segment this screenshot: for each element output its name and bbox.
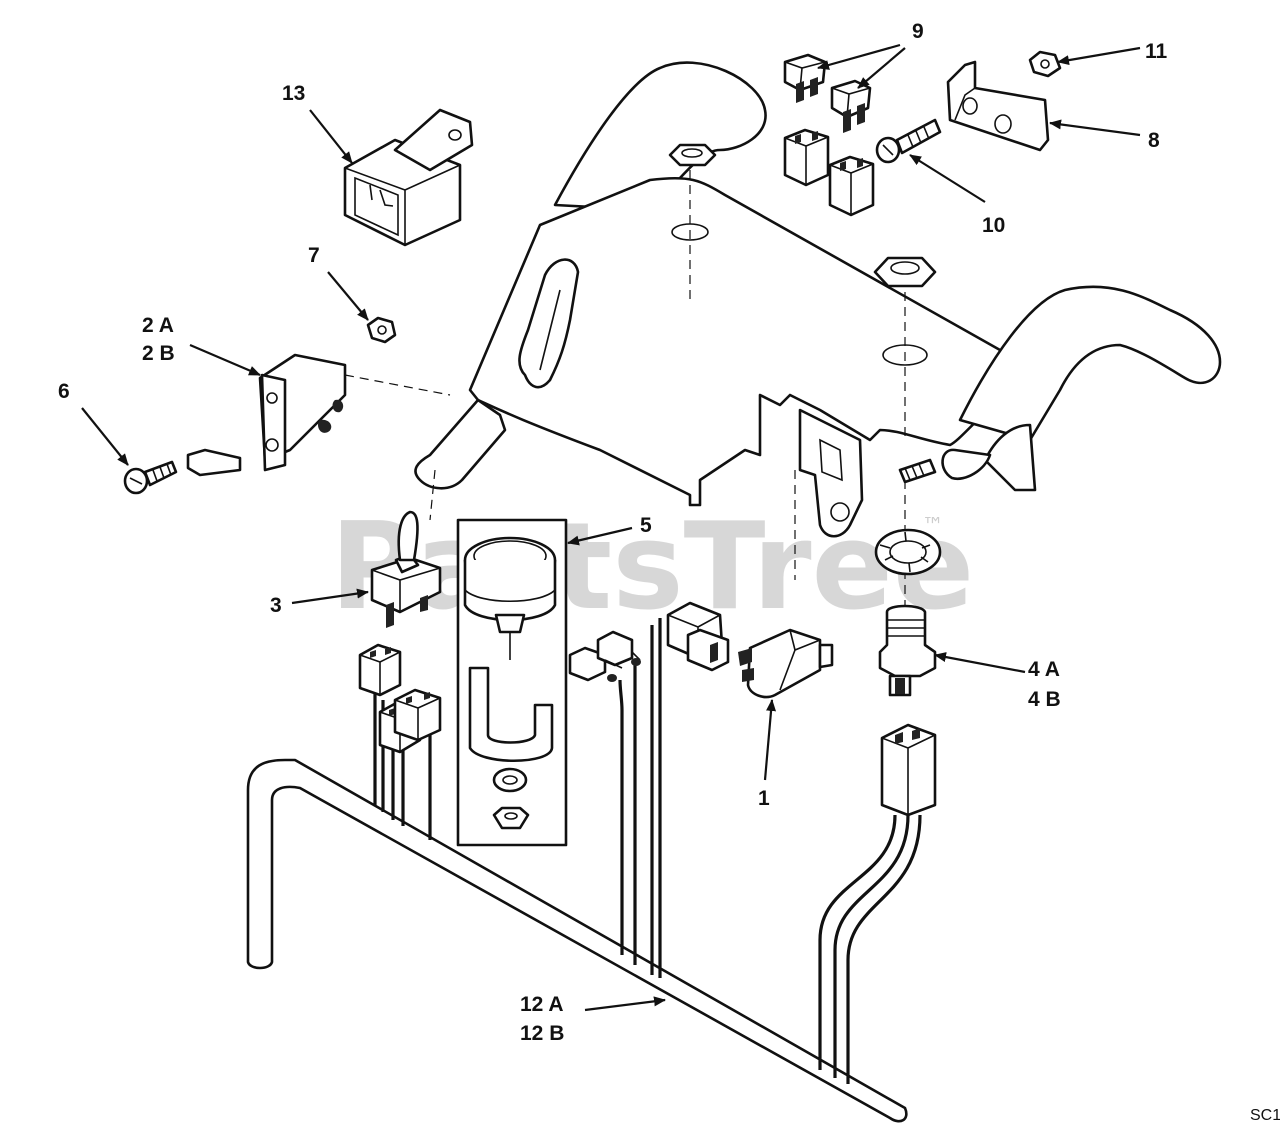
sender-connector [880,723,937,817]
label-4a: 4 A [1028,658,1060,681]
watermark-trademark: ™ [922,514,944,539]
toggle-switch-part-3 [370,510,442,628]
label-4b: 4 B [1028,688,1061,711]
switch-bracket-part-2 [186,353,347,477]
hour-meter-part-5 [456,518,568,847]
leader-arrows [81,43,1141,1012]
label-8: 8 [1148,129,1160,152]
screw-part-10 [875,118,942,164]
part-labels: 13 2 A 2 B 7 6 3 5 1 4 A 4 B 9 11 8 10 1… [58,20,1280,1124]
label-2b: 2 B [142,342,175,365]
label-12b: 12 B [520,1022,564,1045]
label-3: 3 [270,594,282,617]
dash-panel [344,61,1222,610]
label-6: 6 [58,380,70,403]
relay-part-13 [343,108,474,247]
label-7: 7 [308,244,320,267]
label-9: 9 [912,20,924,43]
nut-part-7 [366,316,397,344]
label-10: 10 [982,214,1005,237]
wiring-harness-part-12 [246,618,922,1123]
harness-connectors-middle [568,601,730,682]
fuse-bracket-part-8 [946,60,1050,152]
switch-part-1 [738,628,834,699]
nut-part-11 [1028,50,1062,78]
bracket-screw [874,458,942,576]
harness-connectors-left [358,643,442,754]
fuse-holders [783,128,875,217]
fuses-part-9 [783,53,872,133]
label-11: 11 [1145,40,1168,63]
label-2a: 2 A [142,314,174,337]
label-12a: 12 A [520,993,564,1016]
label-13: 13 [282,82,305,105]
drawing-code: SC1 [1250,1107,1280,1124]
screw-part-6 [123,460,178,495]
label-1: 1 [758,787,770,810]
sender-part-4 [878,604,937,697]
label-5: 5 [640,514,652,537]
